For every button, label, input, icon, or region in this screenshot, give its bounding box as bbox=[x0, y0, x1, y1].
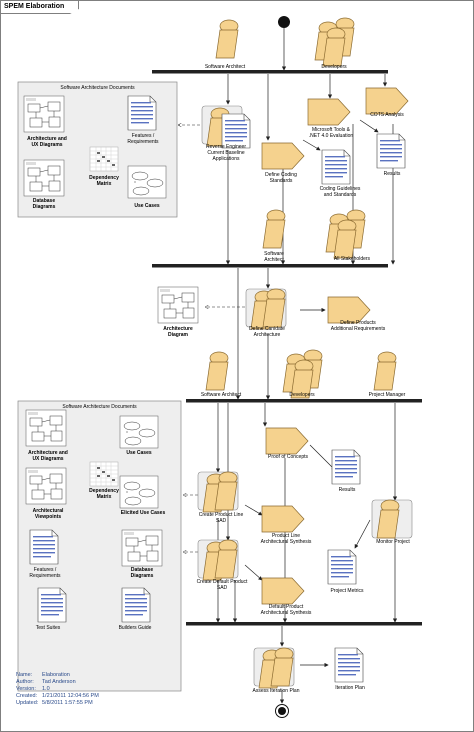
label-developers-1: Developers bbox=[321, 64, 347, 70]
package-1-arch-ux: Architecture and UX Diagrams bbox=[27, 136, 67, 148]
package-2-features: Features / Requirements bbox=[29, 567, 61, 579]
architecture-diagram bbox=[157, 286, 199, 324]
label-results-2: Results bbox=[338, 487, 356, 493]
meta-author-key: Author: bbox=[16, 679, 34, 685]
meta-name-key: Name: bbox=[16, 672, 33, 678]
work-product-iteration-plan bbox=[334, 647, 364, 683]
label-define-candidate-architecture: Define Canidate Architecture bbox=[249, 326, 285, 338]
label-proof-of-concepts: Proof of Concepts bbox=[267, 454, 309, 460]
label-iteration-plan: Iteration Plan bbox=[335, 685, 365, 691]
label-coding-guidelines: Coding Guidelines and Standards bbox=[319, 186, 361, 198]
work-product-project-metrics bbox=[327, 549, 357, 585]
initial-node bbox=[278, 16, 290, 28]
sync-bar-4 bbox=[186, 622, 422, 626]
activity-default-product-synthesis bbox=[261, 577, 305, 605]
activity-assess-iteration-plan bbox=[253, 647, 295, 689]
activity-ms-tools bbox=[307, 98, 351, 126]
label-product-line-synthesis: Product Line Architectural Synthesis bbox=[260, 533, 312, 545]
package-2-title: Software Architecture Documents bbox=[62, 404, 137, 410]
package-2-builders-guide: Builders Guide bbox=[118, 625, 152, 631]
meta-name: Elaboration bbox=[42, 672, 70, 678]
package-2-dependency-matrix: Dependency Matrix bbox=[89, 488, 119, 500]
meta-version-key: Version: bbox=[16, 686, 36, 692]
role-software-architect-3 bbox=[205, 351, 229, 391]
diagram-metadata: Name: Elaboration Author: Tad Anderson Ver… bbox=[16, 672, 99, 707]
label-architecture-diagram: Architecture Diagram bbox=[163, 326, 193, 338]
package-2-elicited-use-cases: Elicited Use Cases bbox=[120, 510, 166, 516]
label-create-default-product-sad: Create Default Product SAD bbox=[196, 579, 248, 591]
label-reverse-engineer: Reverse Engineer Current Baseline Applic… bbox=[205, 144, 247, 162]
label-create-product-line-sad: Create Product Line SAD bbox=[198, 512, 244, 524]
package-2-use-cases: Use Cases bbox=[126, 450, 152, 456]
activity-define-coding-standards bbox=[261, 142, 305, 170]
label-default-product-synthesis: Default Product Architectural Synthesis bbox=[260, 604, 312, 616]
label-software-architect-1: Software Architect bbox=[204, 64, 246, 70]
label-define-coding-standards: Define Coding Standards bbox=[265, 172, 297, 184]
activity-proof-of-concepts bbox=[265, 427, 309, 455]
label-ms-tools: Microsoft Tools & .NET 4.0 Evaluation bbox=[308, 127, 354, 139]
activity-create-default-product-sad bbox=[197, 539, 239, 581]
work-product-results-1 bbox=[376, 133, 406, 169]
label-developers-2: Developers bbox=[289, 392, 315, 398]
meta-version: 1.0 bbox=[42, 686, 50, 692]
meta-updated: 5/8/2011 1:57:55 PM bbox=[42, 700, 93, 706]
role-software-architect-2 bbox=[262, 209, 286, 249]
role-developers-1 bbox=[314, 17, 355, 67]
activity-create-product-line-sad bbox=[197, 471, 239, 513]
role-all-stakeholders bbox=[325, 209, 366, 259]
package-2-database-diagrams: Database Diagrams bbox=[130, 567, 154, 579]
meta-created: 1/21/2011 12:04:56 PM bbox=[42, 693, 99, 699]
package-1-dependency-matrix: Dependency Matrix bbox=[89, 175, 119, 187]
role-project-manager bbox=[373, 351, 397, 391]
package-2-architectural-viewpoints: Architectural Viewpoints bbox=[32, 508, 64, 520]
label-define-products: Define Products Additional Requirements bbox=[330, 320, 386, 332]
activity-product-line-synthesis bbox=[261, 505, 305, 533]
label-project-manager: Project Manager bbox=[368, 392, 406, 398]
role-software-architect-1 bbox=[215, 19, 239, 59]
label-assess-iteration-plan: Assess Iteration Plan bbox=[252, 688, 300, 694]
work-product-results-2 bbox=[331, 449, 361, 485]
package-2-test-suites: Test Suites bbox=[35, 625, 61, 631]
meta-updated-key: Updated: bbox=[16, 700, 39, 706]
meta-author: Tad Anderson bbox=[42, 679, 76, 685]
activity-monitor-project bbox=[371, 499, 413, 539]
label-all-stakeholders: All Stakeholders bbox=[333, 256, 371, 262]
package-2-arch-ux: Architecture and UX Diagrams bbox=[28, 450, 68, 462]
label-software-architect-2: Software Architect bbox=[264, 251, 284, 263]
package-1-title: Software Architecture Documents bbox=[60, 85, 135, 91]
diagram-title-tab: SPEM Elaboration bbox=[1, 1, 80, 14]
activity-define-candidate-architecture bbox=[245, 288, 287, 330]
work-product-coding-guidelines bbox=[321, 149, 351, 185]
package-1-database-diagrams: Database Diagrams bbox=[32, 198, 56, 210]
sync-bar-2 bbox=[152, 264, 388, 268]
sync-bar-1 bbox=[152, 70, 388, 74]
activity-cots-analysis bbox=[365, 87, 409, 115]
meta-created-key: Created: bbox=[16, 693, 38, 699]
role-developers-2 bbox=[282, 349, 323, 399]
sync-bar-3 bbox=[186, 399, 422, 403]
label-monitor-project: Monitor Project bbox=[376, 539, 410, 545]
label-cots-analysis: COTS Analysis bbox=[370, 112, 404, 118]
activity-reverse-engineer bbox=[201, 105, 251, 149]
label-software-architect-3: Software Architect bbox=[200, 392, 242, 398]
package-1-features: Features / Requirements bbox=[127, 133, 159, 145]
label-project-metrics: Project Metrics bbox=[330, 588, 364, 594]
package-1-use-cases: Use Cases bbox=[134, 203, 160, 209]
label-results-1: Results bbox=[383, 171, 401, 177]
